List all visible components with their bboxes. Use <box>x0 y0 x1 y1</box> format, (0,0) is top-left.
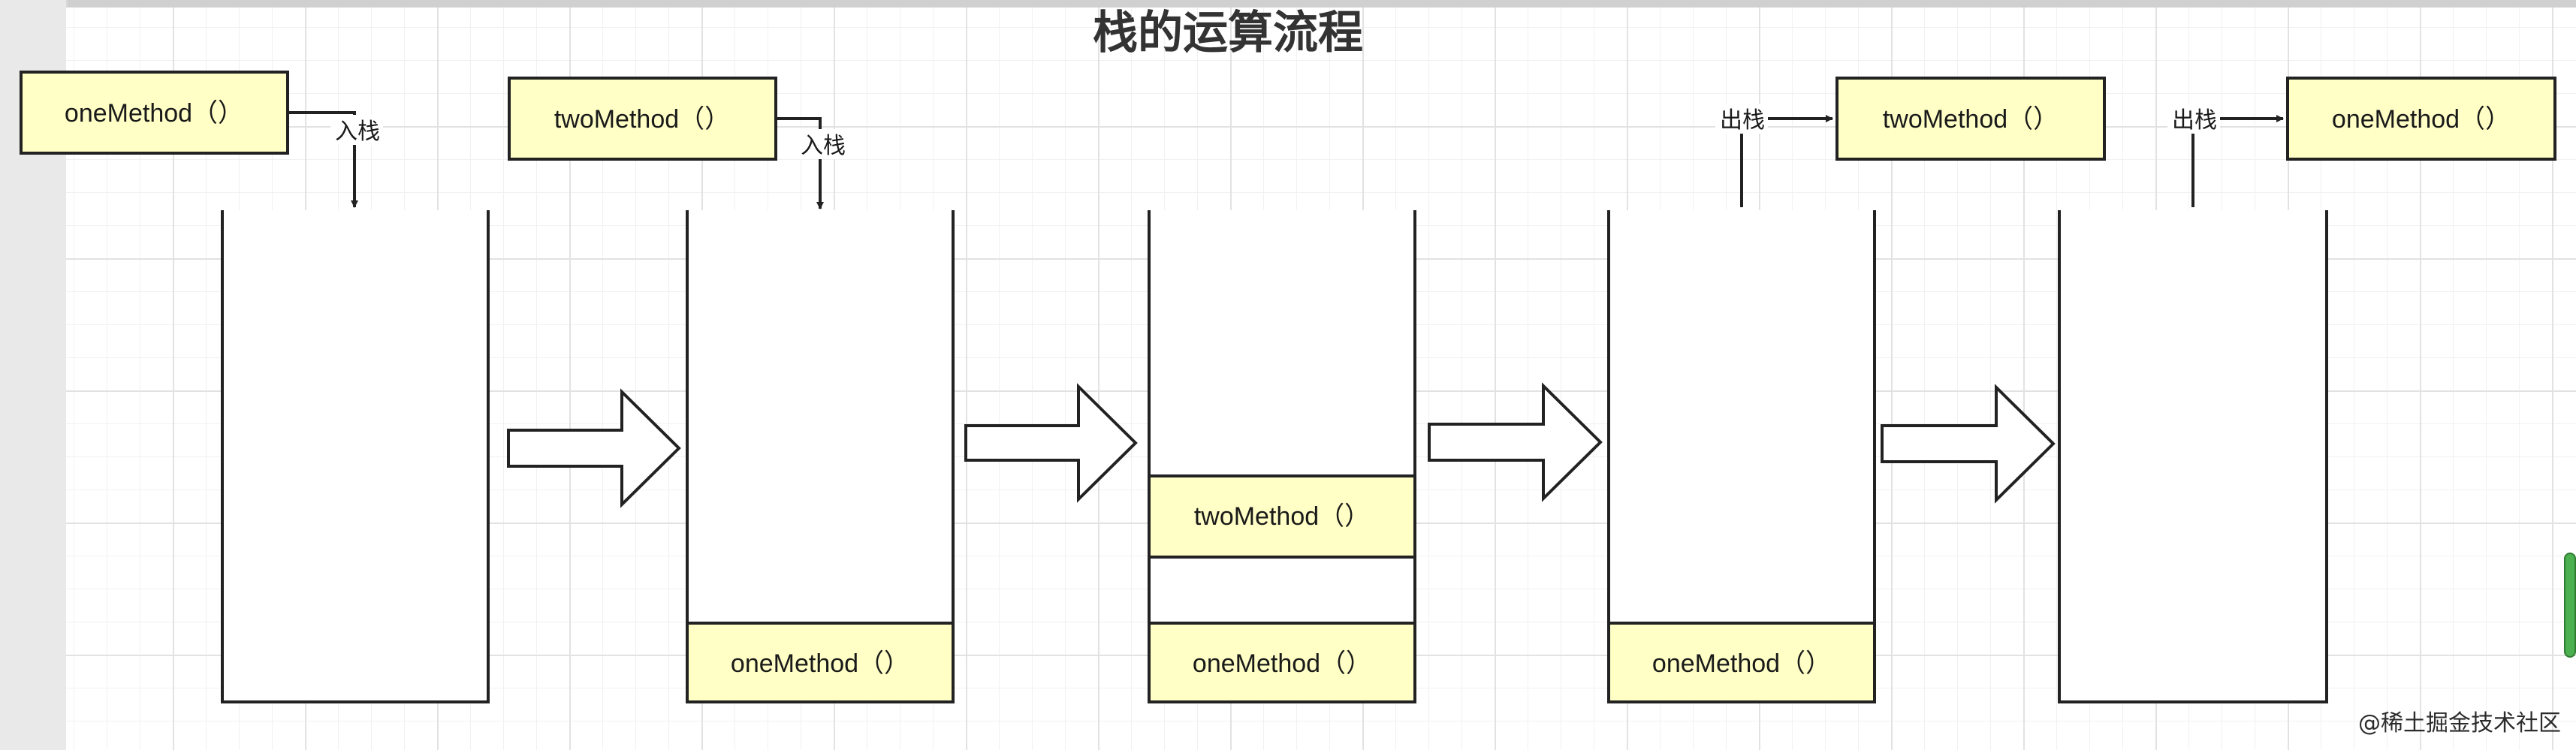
right-hollow-arrow-icon <box>1428 382 1603 502</box>
method-box-onemethod-label: oneMethod（） <box>2332 105 2511 134</box>
push-label: 入栈 <box>335 119 380 145</box>
right-hollow-arrow-icon <box>507 388 681 508</box>
push-connector <box>776 117 824 209</box>
method-box-twomethod <box>1835 77 2106 161</box>
stack-item-onemethod <box>1148 622 1416 703</box>
stack-item-onemethod-label: oneMethod（） <box>1193 649 1371 678</box>
diagram-title: 栈的运算流程 <box>1093 7 1363 59</box>
pop-label: 出栈 <box>2172 107 2217 134</box>
stack-item-onemethod-label: oneMethod（） <box>1652 649 1831 678</box>
step-5: 出栈 oneMethod（） <box>2058 77 2556 703</box>
stack-item-onemethod-label: oneMethod（） <box>731 649 909 678</box>
stack-item-onemethod <box>686 622 955 703</box>
push-label: 入栈 <box>801 133 846 159</box>
watermark: @稀土掘金技术社区 <box>2358 710 2561 736</box>
push-label-bg <box>796 129 849 159</box>
step-2: twoMethod（） 入栈 oneMethod（） <box>508 77 955 703</box>
method-box-twomethod-label: twoMethod（） <box>1883 105 2059 134</box>
method-box-twomethod-label: twoMethod（） <box>554 105 730 134</box>
pop-label-bg <box>2167 104 2220 134</box>
stack-item-onemethod <box>1607 622 1876 703</box>
stack-container <box>221 210 490 703</box>
method-box-onemethod <box>2286 77 2556 161</box>
step-1: oneMethod（） 入栈 <box>20 71 490 703</box>
step-3: oneMethod（） twoMethod（） <box>1148 210 1416 703</box>
push-label-bg <box>330 115 383 145</box>
stack-item-twomethod-label: twoMethod（） <box>1194 502 1370 531</box>
stack-item-twomethod <box>1148 474 1416 559</box>
method-box-onemethod <box>20 71 289 155</box>
method-box-onemethod-label: oneMethod（） <box>65 99 243 128</box>
top-bar <box>0 0 2576 8</box>
pop-label: 出栈 <box>1720 107 1765 134</box>
push-connector <box>288 111 358 208</box>
pop-label-bg <box>1715 104 1768 134</box>
right-hollow-arrow-icon <box>964 383 1138 503</box>
stack-container <box>2058 210 2328 703</box>
vertical-scrollbar-thumb[interactable] <box>2564 553 2576 658</box>
step-4: oneMethod（） 出栈 twoMethod（） <box>1607 77 2106 703</box>
right-hollow-arrow-icon <box>1881 384 2056 504</box>
